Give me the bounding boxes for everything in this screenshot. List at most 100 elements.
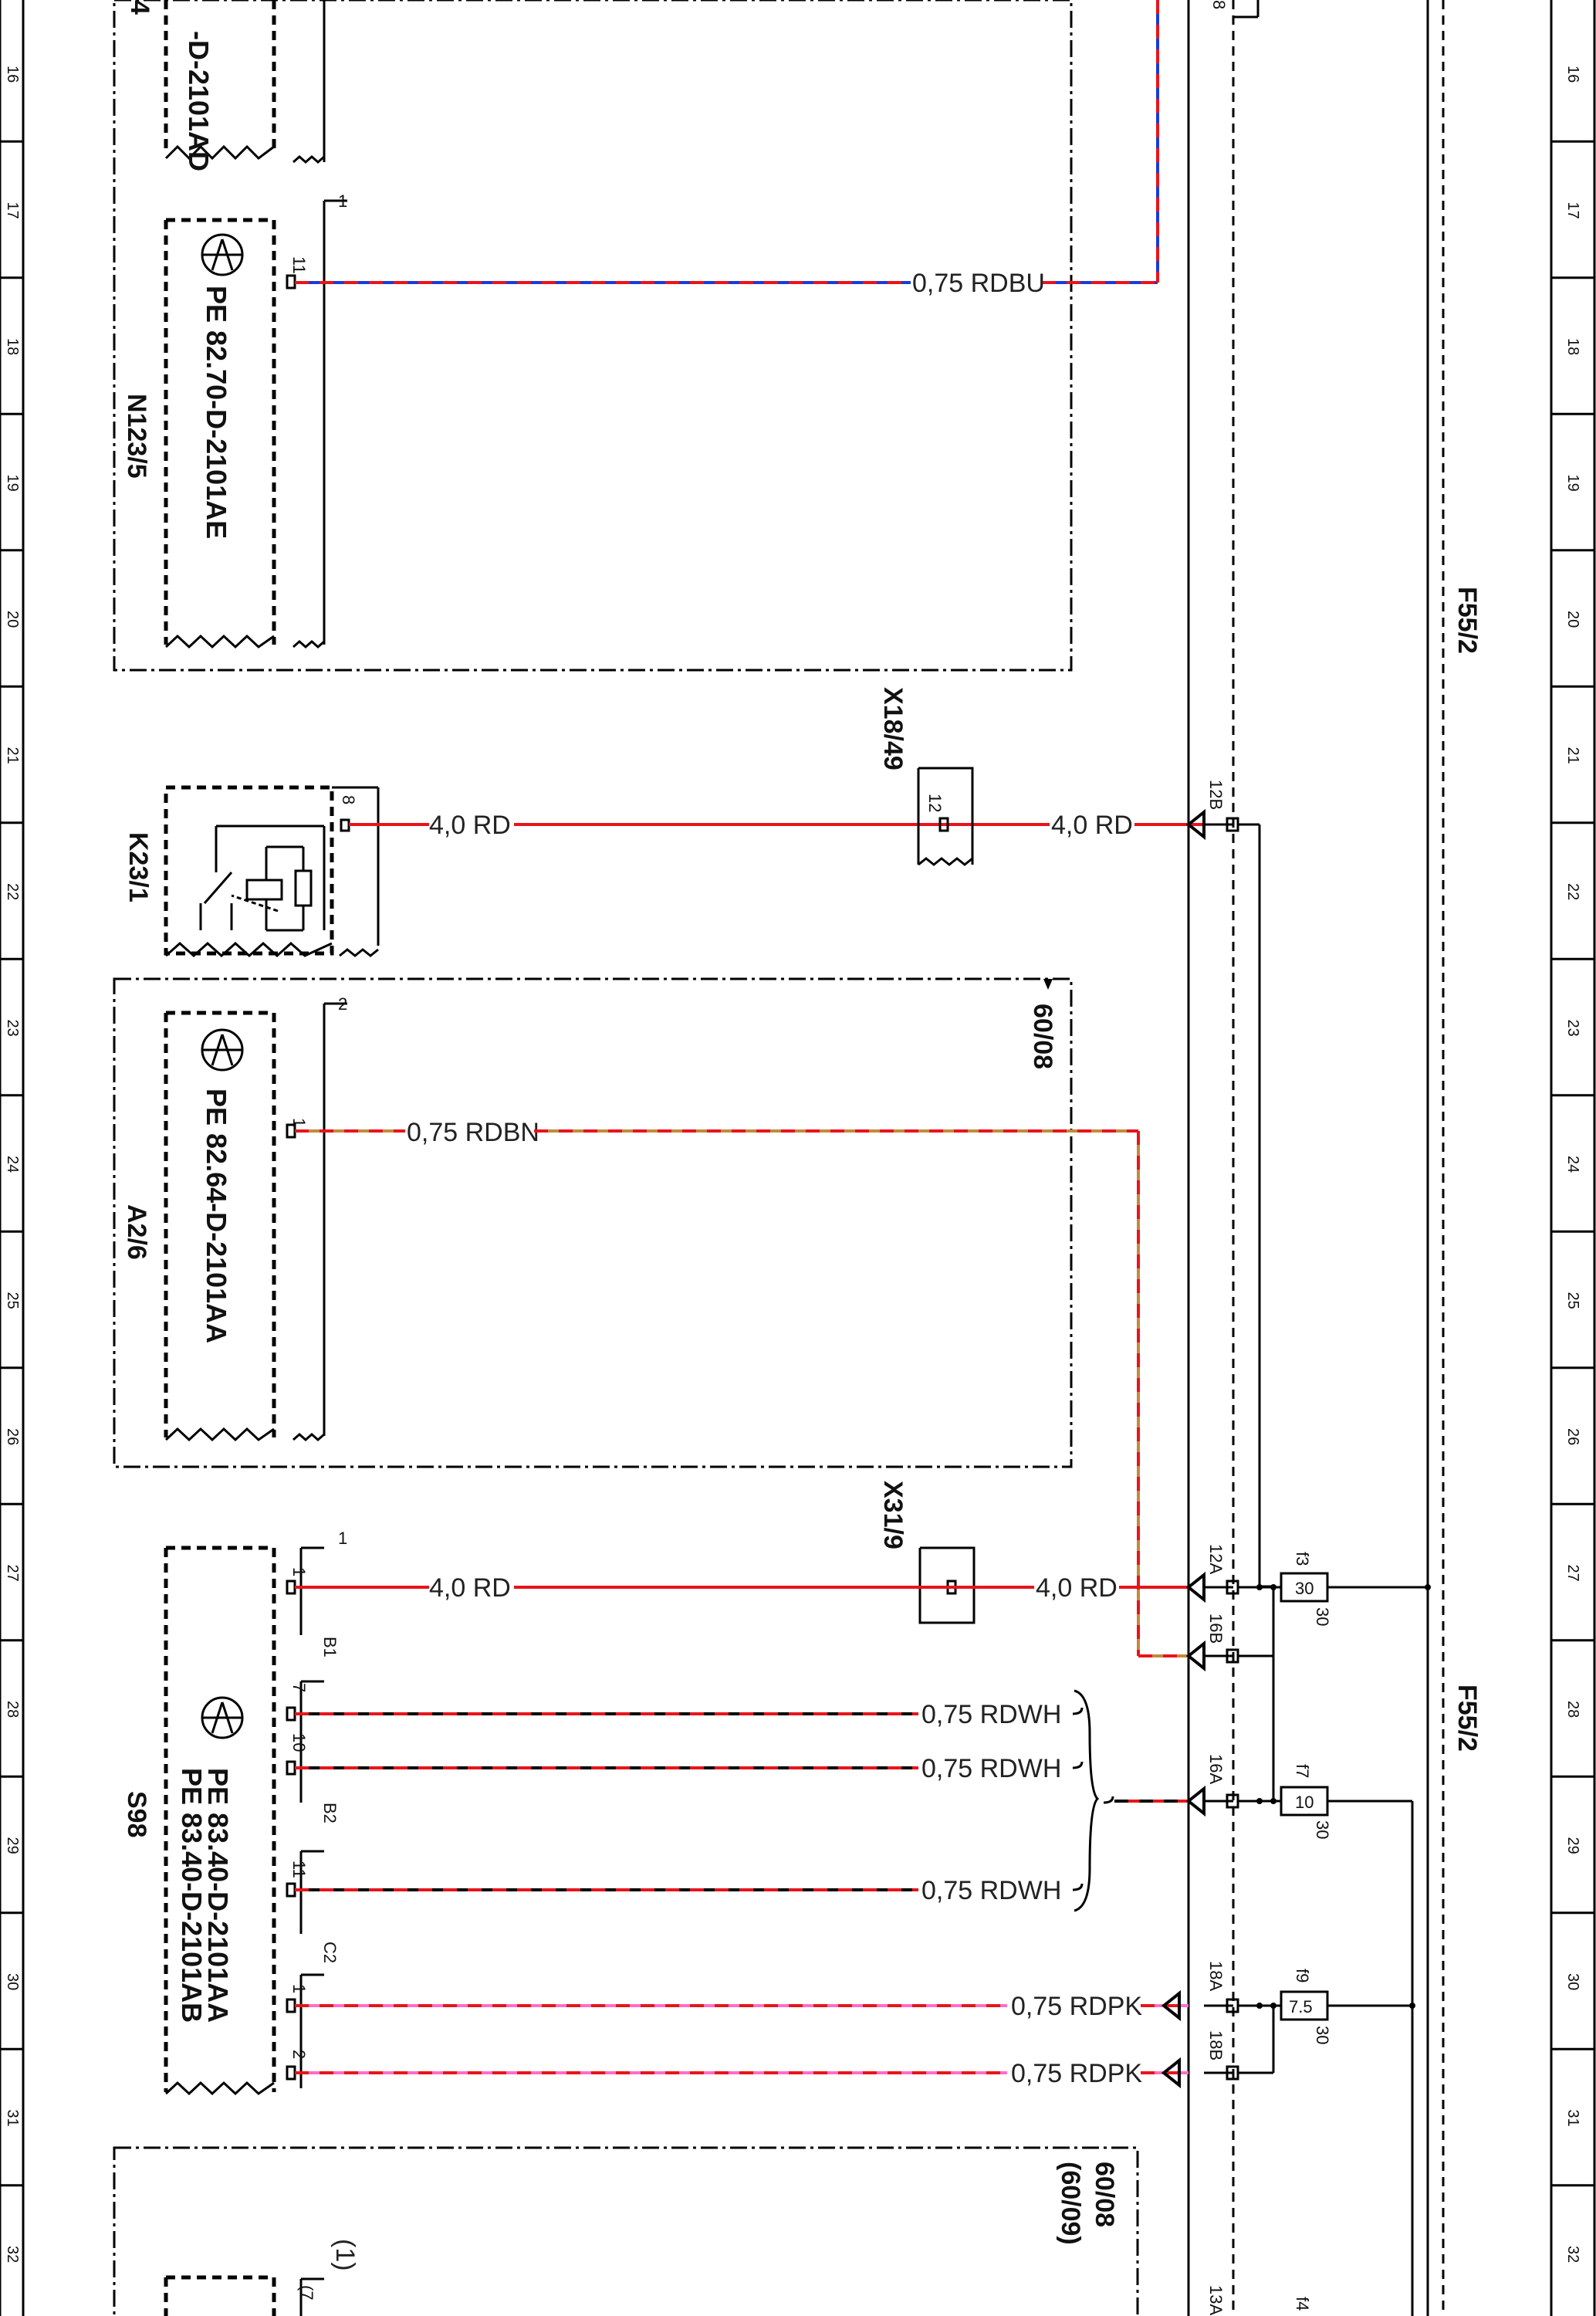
wire-s98-rd: 4,0 RD 4,0 RD <box>295 1571 1239 1603</box>
wire-k23-rd: 4,0 RD 4,0 RD <box>349 808 1273 1588</box>
fusebox-pin-8: 8 <box>1209 0 1229 9</box>
wire-label-rd-4: 4,0 RD <box>1036 1573 1118 1603</box>
x18-pin: 12 <box>925 794 945 812</box>
a26-ref: A2/6 <box>122 1204 151 1260</box>
grid-number: 32 <box>4 2246 21 2263</box>
fusebox-ref-top: F55/2 <box>1452 587 1482 654</box>
s98-module: PE 83.40-D-2101AA PE 83.40-D-2101AB S98 … <box>122 1529 347 2096</box>
x18-ref: X18/49 <box>878 687 908 770</box>
crossref-60-08-bottom: 60/08 <box>1090 2162 1119 2227</box>
s98-b2-pin-10: 10 <box>289 1733 309 1752</box>
k23-relay: K23/1 8 <box>123 785 380 958</box>
grid-number: 27 <box>1564 1565 1581 1582</box>
a26-module: PE 82.64-D-2101AA A2/6 2 1 <box>122 994 347 1442</box>
grid-number: 26 <box>4 1428 21 1445</box>
grid-number: 26 <box>1564 1428 1581 1445</box>
s98-c2-label: C2 <box>320 1942 340 1963</box>
s98-pk-pin-1: 1 <box>289 1984 309 1993</box>
fuse-f7-rating: 10 <box>1295 1793 1314 1812</box>
fusebox-pin-18b: 18B <box>1206 2030 1226 2060</box>
a26-module-code: PE 82.64-D-2101AA <box>201 1089 232 1343</box>
wire-label-rdwh-2: 0,75 RDWH <box>921 1754 1061 1783</box>
grid-number: 17 <box>1564 202 1581 219</box>
wire-label-rdwh-3: 0,75 RDWH <box>921 1876 1061 1905</box>
n123-module-code: PE 82.70-D-2101AE <box>201 286 232 539</box>
crossref-1: (1) <box>330 2239 360 2271</box>
grid-number: 30 <box>1564 1973 1581 1990</box>
wire-rdbu: 0,75 RDBU <box>295 0 1159 298</box>
fuse-f9: 7.5 f9 30 <box>1238 1969 1415 2074</box>
fusebox-pin-18a: 18A <box>1206 1961 1226 1991</box>
a26-outer-box <box>113 977 1073 1468</box>
grid-number: 27 <box>4 1565 21 1582</box>
fuse-f9-rating: 7.5 <box>1289 1997 1313 2016</box>
grid-number: 19 <box>1564 475 1581 492</box>
fusebox-pin-16a: 16A <box>1206 1754 1226 1784</box>
s98-module-code-a: PE 83.40-D-2101AA <box>202 1768 234 2023</box>
wire-label-rdpk-2: 0,75 RDPK <box>1011 2059 1142 2088</box>
fuse-f9-out: 30 <box>1313 2026 1332 2044</box>
relay-coil-icon <box>245 879 283 901</box>
k23-ref: K23/1 <box>123 832 153 902</box>
grid-number: 31 <box>4 2110 21 2127</box>
fuse-f3-out: 30 <box>1313 1607 1332 1626</box>
grid-number: 25 <box>1564 1292 1581 1309</box>
bottom-outer-box <box>113 2146 1139 2316</box>
s98-b1-label: B1 <box>320 1637 340 1657</box>
fusebox-pin-16b: 16B <box>1206 1613 1226 1644</box>
k23-pin-label: 8 <box>339 795 358 804</box>
s98-module-code-b: PE 83.40-D-2101AB <box>176 1768 208 2023</box>
n123-module-code-upper: -D-2101AD <box>183 31 215 171</box>
grid-number: 21 <box>1564 747 1581 764</box>
wire-label-rdbn: 0,75 RDBN <box>407 1118 539 1147</box>
grid-number: 29 <box>4 1837 21 1854</box>
wire-label-rd-1: 4,0 RD <box>429 811 511 840</box>
grid-number: 17 <box>4 202 21 219</box>
grid-number: 21 <box>4 747 21 764</box>
fuse-f9-id: f9 <box>1293 1969 1312 1982</box>
fuse-f7: 10 f7 30 <box>1238 1656 1414 2316</box>
a26-box-index: 2 <box>338 994 347 1014</box>
wire-rdbn: 0,75 RDBN <box>295 1118 1239 1672</box>
x31-ref: X31/9 <box>878 1481 908 1549</box>
s98-box-index: 1 <box>338 1529 347 1548</box>
s98-pk-pin-2: 2 <box>289 2050 309 2059</box>
crossref-60-09: (60/09) <box>1056 2162 1085 2245</box>
fuse-f3: 30 f3 30 <box>1238 1552 1431 1657</box>
fusebox-pin-12a: 12A <box>1206 1544 1226 1574</box>
n123-outer-box <box>113 0 1073 672</box>
fusebox-pin-12b: 12B <box>1206 780 1226 810</box>
crossref-60-08: 60/08 <box>1028 1004 1057 1069</box>
wire-label-rdpk-1: 0,75 RDPK <box>1011 1992 1142 2021</box>
fuse-f3-rating: 30 <box>1295 1579 1314 1598</box>
fusebox-ref-bottom: F55/2 <box>1452 1685 1482 1752</box>
fuse-f4-id: f4 <box>1293 2297 1312 2311</box>
wire-label-rdwh-1: 0,75 RDWH <box>921 1700 1061 1729</box>
grid-number: 18 <box>4 338 21 355</box>
grid-number: 23 <box>4 1020 21 1037</box>
n123-module: PE 82.70-D-2101AE N123/5 1 11 <box>122 191 347 539</box>
connector-x18-49: X18/49 12 <box>878 687 974 866</box>
grid-number: 16 <box>4 66 21 83</box>
n123-ref-upper: 4 <box>125 0 154 15</box>
s98-c2-pin-11: 11 <box>289 1861 309 1878</box>
grid-number: 29 <box>1564 1837 1581 1854</box>
grid-number: 22 <box>1564 883 1581 900</box>
wire-rdwh-group: 0,75 RDWH 0,75 RDWH 0,75 RDWH <box>295 1689 1239 1912</box>
grid-number: 16 <box>1564 66 1581 83</box>
s98-ref: S98 <box>122 1791 151 1838</box>
s98-b2-label: B2 <box>320 1803 340 1823</box>
grid-number: 19 <box>4 475 21 492</box>
grid-number: 32 <box>1564 2246 1581 2263</box>
grid-number: 20 <box>4 611 21 628</box>
grid-number: 20 <box>1564 611 1581 628</box>
n123-ref: N123/5 <box>122 394 151 479</box>
wire-rdpk-group: 0,75 RDPK 0,75 RDPK <box>295 1989 1239 2089</box>
grid-number: 22 <box>4 883 21 900</box>
wire-label-rd-2: 4,0 RD <box>1051 811 1133 840</box>
s98-b1-pin: 1 <box>289 1567 309 1576</box>
left-grid-strip <box>0 0 25 2316</box>
grid-number: 23 <box>1564 1020 1581 1037</box>
